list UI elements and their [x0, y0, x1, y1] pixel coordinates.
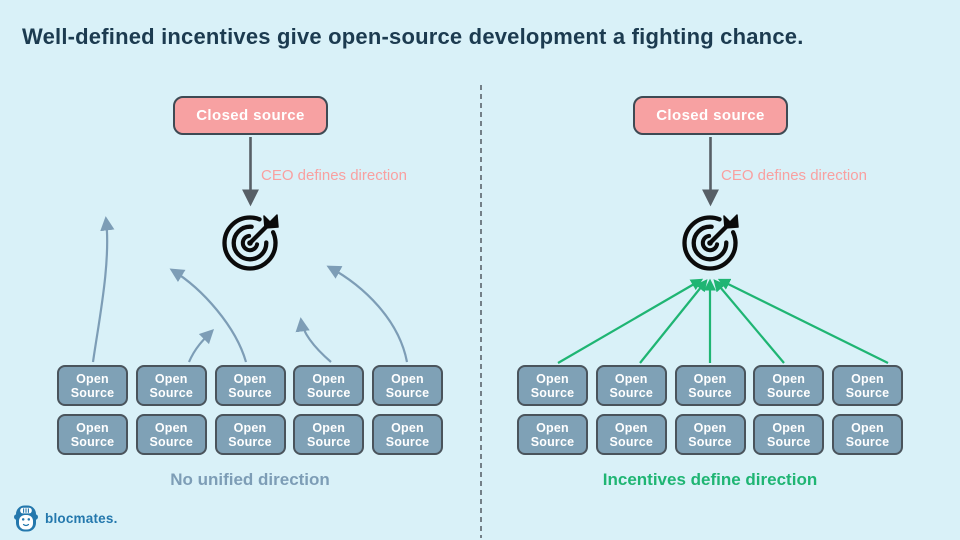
open-source-label-line2: Source [530, 385, 575, 400]
open-source-label-line2: Source [688, 434, 732, 449]
open-source-label-line1: Open [772, 371, 806, 386]
open-source-label-line2: Source [149, 385, 194, 400]
ceo-direction-label-right: CEO defines direction [721, 167, 867, 184]
open-source-label-line1: Open [391, 371, 424, 386]
open-source-label-line1: Open [772, 420, 806, 435]
open-source-label-line1: Open [536, 371, 569, 386]
open-source-label-line1: Open [154, 371, 188, 386]
misaligned-arrow [326, 265, 409, 363]
gorilla-icon [14, 505, 38, 532]
aligned-arrow [639, 279, 708, 364]
closed-source-box-left: Closed source [173, 96, 328, 135]
misaligned-arrow [169, 268, 248, 363]
open-source-label-line2: Source [385, 434, 430, 449]
open-source-label-line1: Open [693, 371, 727, 386]
aligned-arrow [717, 278, 889, 364]
open-source-label-line2: Source [149, 434, 194, 449]
open-source-label-line2: Source [609, 434, 654, 449]
open-source-label-line2: Source [688, 385, 732, 400]
open-source-label-line1: Open [312, 420, 346, 435]
open-source-label-line2: Source [766, 434, 811, 449]
open-source-label-line2: Source [766, 385, 811, 400]
ceo-direction-label-left: CEO defines direction [261, 167, 407, 184]
open-source-label-line2: Source [845, 434, 890, 449]
open-source-label-line1: Open [233, 371, 267, 386]
left-panel-caption: No unified direction [170, 470, 330, 489]
open-source-label-line1: Open [391, 420, 424, 435]
open-source-label-line2: Source [609, 385, 654, 400]
logo-text: blocmates. [45, 510, 118, 526]
page-title: Well-defined incentives give open-source… [22, 24, 804, 49]
right-panel-caption: Incentives define direction [602, 470, 818, 489]
open-source-label-line1: Open [312, 371, 346, 386]
open-source-label-line2: Source [845, 385, 890, 400]
target-icon-left [222, 214, 279, 271]
closed-source-box-right: Closed source [633, 96, 788, 135]
aligned-arrows [557, 278, 889, 364]
open-source-label-line1: Open [76, 420, 109, 435]
open-source-label-line1: Open [154, 420, 188, 435]
open-source-label-line2: Source [530, 434, 575, 449]
aligned-arrow [557, 278, 704, 364]
misaligned-arrow [91, 216, 115, 363]
open-source-label-line2: Source [228, 385, 272, 400]
open-source-label-line2: Source [70, 434, 115, 449]
open-source-label-line2: Source [385, 385, 430, 400]
open-source-label-line1: Open [614, 420, 648, 435]
open-source-label-line1: Open [536, 420, 569, 435]
misaligned-arrow [187, 328, 215, 363]
open-source-label-line2: Source [306, 434, 351, 449]
target-icon-right [682, 214, 739, 271]
open-source-label-line1: Open [693, 420, 727, 435]
open-source-label-line2: Source [70, 385, 115, 400]
aligned-arrow [713, 279, 785, 364]
open-source-label-line1: Open [614, 371, 648, 386]
open-source-label-line2: Source [306, 385, 351, 400]
misaligned-arrow [295, 317, 332, 363]
open-source-label-line1: Open [851, 371, 884, 386]
open-source-label-line1: Open [851, 420, 884, 435]
open-source-label-line2: Source [228, 434, 272, 449]
open-source-label-line1: Open [233, 420, 267, 435]
misaligned-arrows [91, 216, 409, 363]
blocmates-logo: blocmates. [14, 504, 118, 532]
open-source-label-line1: Open [76, 371, 109, 386]
